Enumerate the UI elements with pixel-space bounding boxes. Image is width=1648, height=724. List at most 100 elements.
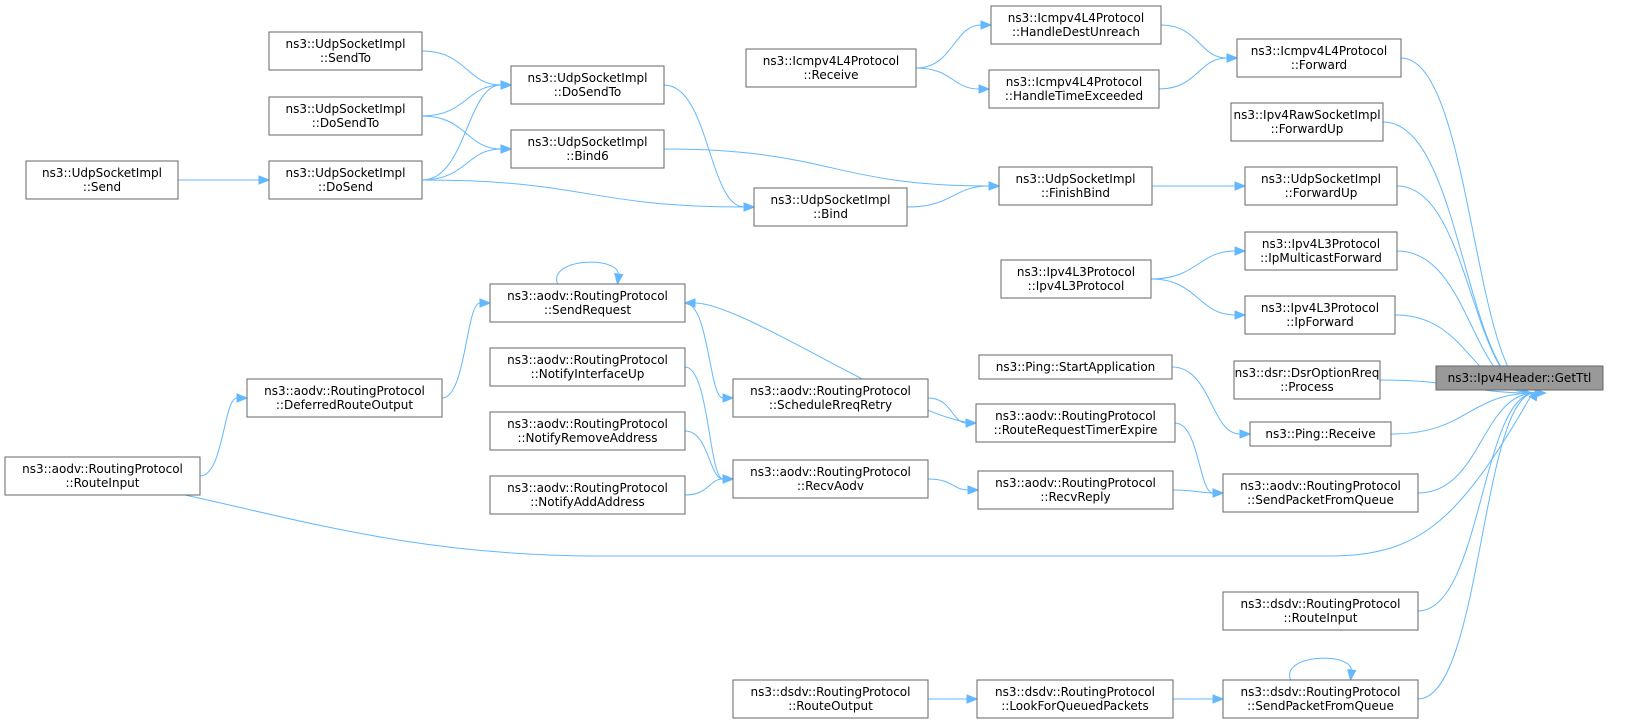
node-box (489, 283, 686, 323)
edge-raw-forwardup-to-getttl (1382, 121, 1547, 398)
node-label: ::RouteInput (66, 476, 140, 490)
node-label: ::HandleDestUnreach (1012, 25, 1140, 39)
node-label: ns3::dsdv::RoutingProtocol (1241, 685, 1401, 699)
node-aodv-routereqtimer[interactable]: ns3::aodv::RoutingProtocol::RouteRequest… (975, 403, 1176, 443)
node-icmp-receive[interactable]: ns3::Icmpv4L4Protocol::Receive (745, 48, 917, 88)
node-l3-ipmulticast[interactable]: ns3::Ipv4L3Protocol::IpMulticastForward (1244, 231, 1398, 271)
node-raw-forwardup[interactable]: ns3::Ipv4RawSocketImpl::ForwardUp (1230, 102, 1384, 142)
node-label: ns3::Ipv4Header::GetTtl (1448, 371, 1592, 385)
node-label: ::RecvAodv (797, 479, 864, 493)
node-dsdv-lookfor[interactable]: ns3::dsdv::RoutingProtocol::LookForQueue… (976, 679, 1174, 719)
node-label: ::IpMulticastForward (1260, 251, 1382, 265)
node-aodv-schedulerreq[interactable]: ns3::aodv::RoutingProtocol::ScheduleRreq… (732, 378, 929, 418)
node-box (1236, 38, 1402, 78)
node-icmp-handledest[interactable]: ns3::Icmpv4L4Protocol::HandleDestUnreach (990, 5, 1162, 45)
node-label: ns3::Icmpv4L4Protocol (1251, 44, 1387, 58)
node-icmp-forward[interactable]: ns3::Icmpv4L4Protocol::Forward (1236, 38, 1402, 78)
edge-icmp-receive-to-icmp-handledest (915, 20, 993, 69)
node-ping-start[interactable]: ns3::Ping::StartApplication (978, 354, 1173, 380)
node-box (510, 129, 665, 169)
node-box (25, 160, 179, 200)
node-box (4, 456, 201, 496)
node-udp-bind[interactable]: ns3::UdpSocketImpl::Bind (753, 187, 908, 227)
node-label: ns3::Ping::Receive (1265, 427, 1375, 441)
node-label: ::Receive (803, 68, 858, 82)
node-label: ns3::UdpSocketImpl (528, 71, 648, 85)
edge-udp-bind-to-udp-finishbind (906, 181, 1001, 208)
edge-aodv-sendrequest-to-aodv-schedulerreq (684, 302, 735, 403)
node-label: ns3::UdpSocketImpl (1261, 172, 1381, 186)
edge-aodv-notifyup-to-aodv-recvaodv (684, 366, 735, 484)
node-udp-send[interactable]: ns3::UdpSocketImpl::Send (25, 160, 179, 200)
node-dsdv-routeoutput[interactable]: ns3::dsdv::RoutingProtocol::RouteOutput (732, 679, 929, 719)
node-label: ::Bind6 (566, 149, 609, 163)
node-label: ::SendTo (320, 51, 371, 65)
node-dsr-process[interactable]: ns3::dsr::DsrOptionRreq::Process (1233, 360, 1381, 400)
node-label: ns3::UdpSocketImpl (286, 102, 406, 116)
edge-aodv-sendrequest-to-aodv-sendrequest (556, 261, 624, 286)
node-udp-dosendto-mid[interactable]: ns3::UdpSocketImpl::DoSendTo (510, 65, 665, 105)
edge-udp-send-to-udp-dosend (178, 175, 271, 185)
node-box (998, 166, 1153, 206)
node-box (268, 31, 423, 71)
edge-udp-dosendto-left-to-udp-bind6 (421, 115, 513, 154)
node-box (1222, 591, 1419, 631)
edge-udp-dosendto-mid-to-udp-bind (663, 84, 756, 212)
node-label: ::ScheduleRreqRetry (769, 398, 892, 412)
node-label: ns3::aodv::RoutingProtocol (507, 289, 668, 303)
node-aodv-notifyremove[interactable]: ns3::aodv::RoutingProtocol::NotifyRemove… (489, 411, 686, 451)
node-box (976, 679, 1174, 719)
node-label: ns3::Ipv4L3Protocol (1261, 301, 1379, 315)
node-getttl[interactable]: ns3::Ipv4Header::GetTtl (1435, 365, 1604, 391)
node-aodv-notifyup[interactable]: ns3::aodv::RoutingProtocol::NotifyInterf… (489, 347, 686, 387)
node-aodv-sendpacket[interactable]: ns3::aodv::RoutingProtocol::SendPacketFr… (1222, 473, 1419, 513)
edge-udp-finishbind-to-udp-forwardup (1152, 181, 1247, 191)
node-l3-ipforward[interactable]: ns3::Ipv4L3Protocol::IpForward (1244, 295, 1396, 335)
node-label: ::RouteInput (1284, 611, 1358, 625)
node-aodv-sendrequest[interactable]: ns3::aodv::RoutingProtocol::SendRequest (489, 283, 686, 323)
node-label: ::DoSendTo (554, 85, 622, 99)
node-label: ::Process (1280, 380, 1334, 394)
node-udp-dosend[interactable]: ns3::UdpSocketImpl::DoSend (268, 160, 423, 200)
node-udp-dosendto-left[interactable]: ns3::UdpSocketImpl::DoSendTo (268, 96, 423, 136)
node-box (1249, 421, 1392, 447)
node-box (978, 354, 1173, 380)
node-dsdv-routeinput[interactable]: ns3::dsdv::RoutingProtocol::RouteInput (1222, 591, 1419, 631)
node-label: ::Forward (1291, 58, 1347, 72)
node-label: ::SendRequest (544, 303, 631, 317)
edge-aodv-recvreply-to-aodv-sendpacket (1172, 488, 1225, 498)
node-box (1244, 231, 1398, 271)
node-label: ns3::aodv::RoutingProtocol (507, 417, 668, 431)
node-ping-receive[interactable]: ns3::Ping::Receive (1249, 421, 1392, 447)
node-udp-bind6[interactable]: ns3::UdpSocketImpl::Bind6 (510, 129, 665, 169)
node-label: ns3::Ipv4RawSocketImpl (1233, 108, 1380, 122)
node-aodv-notifyadd[interactable]: ns3::aodv::RoutingProtocol::NotifyAddAdd… (489, 475, 686, 515)
node-aodv-routeinput[interactable]: ns3::aodv::RoutingProtocol::RouteInput (4, 456, 201, 496)
node-label: ::Ipv4L3Protocol (1028, 279, 1125, 293)
node-label: ::FinishBind (1041, 186, 1110, 200)
node-box (1435, 365, 1604, 391)
edge-aodv-routereqtimer-to-aodv-sendpacket (1174, 422, 1225, 498)
node-udp-finishbind[interactable]: ns3::UdpSocketImpl::FinishBind (998, 166, 1153, 206)
node-box (489, 475, 686, 515)
node-label: ns3::aodv::RoutingProtocol (750, 465, 911, 479)
node-aodv-deferred[interactable]: ns3::aodv::RoutingProtocol::DeferredRout… (246, 378, 443, 418)
edge-udp-dosendto-left-to-udp-dosendto-mid (421, 80, 513, 117)
node-dsdv-sendpacket[interactable]: ns3::dsdv::RoutingProtocol::SendPacketFr… (1222, 679, 1419, 719)
node-aodv-recvreply[interactable]: ns3::aodv::RoutingProtocol::RecvReply (977, 470, 1174, 510)
node-aodv-recvaodv[interactable]: ns3::aodv::RoutingProtocol::RecvAodv (732, 459, 929, 499)
node-label: ns3::UdpSocketImpl (286, 37, 406, 51)
edge-udp-forwardup-to-getttl (1396, 185, 1547, 398)
node-box (732, 459, 929, 499)
edge-udp-dosend-to-udp-bind6 (421, 144, 513, 181)
edge-dsdv-routeinput-to-getttl (1417, 388, 1547, 612)
node-l3-ctor[interactable]: ns3::Ipv4L3Protocol::Ipv4L3Protocol (1000, 259, 1152, 299)
edge-dsdv-lookfor-to-dsdv-sendpacket (1173, 694, 1225, 704)
node-icmp-handletime[interactable]: ns3::Icmpv4L4Protocol::HandleTimeExceede… (988, 69, 1160, 109)
edge-icmp-handletime-to-icmp-forward (1158, 53, 1239, 90)
node-label: ns3::UdpSocketImpl (528, 135, 648, 149)
node-udp-sendto[interactable]: ns3::UdpSocketImpl::SendTo (268, 31, 423, 71)
node-label: ::ForwardUp (1271, 122, 1344, 136)
node-udp-forwardup[interactable]: ns3::UdpSocketImpl::ForwardUp (1244, 166, 1398, 206)
